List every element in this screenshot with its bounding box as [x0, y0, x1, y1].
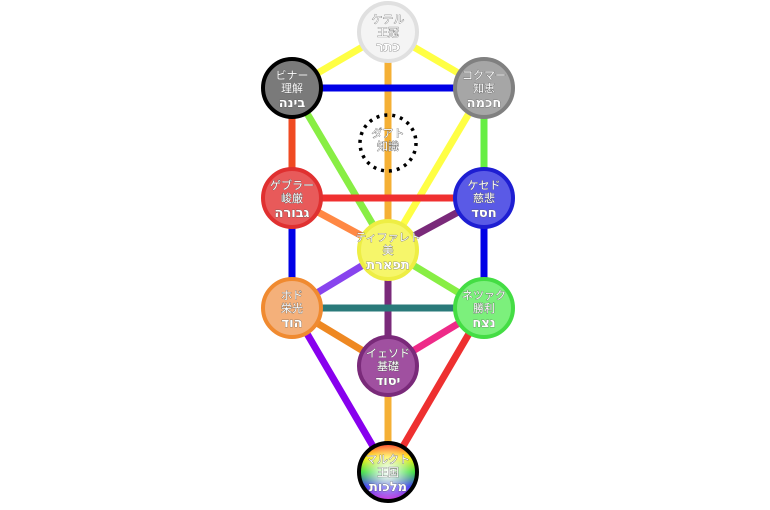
sephirah-name-jp: コクマー	[462, 69, 506, 82]
sephirah-name-hebrew: הוד	[281, 316, 302, 331]
sephirah-circle	[261, 167, 323, 229]
path-chokmah-tiferet	[384, 86, 488, 252]
sephirah-circle	[261, 277, 323, 339]
sephirah-circle	[453, 277, 515, 339]
sephirah-name-hebrew: חכמה	[467, 96, 502, 111]
sephirah-glow	[357, 441, 419, 503]
sephirah-meaning: 基礎	[377, 360, 399, 373]
path-binah-tiferet	[288, 86, 392, 252]
sephirah-name-hebrew: כתר	[376, 40, 400, 55]
sephirah-name-hebrew: גבורה	[275, 206, 310, 221]
sephirah-circle	[357, 335, 419, 397]
sephirah-name-jp: ゲブラー	[270, 178, 314, 192]
sephirah-meaning: 美	[383, 244, 394, 257]
sephirah-circle	[453, 57, 515, 119]
daat: ダアト 知識	[358, 113, 418, 173]
sephirah-name-hebrew: נצח	[472, 316, 495, 331]
path-hod-malkuth	[288, 306, 392, 474]
sephirah-name-hebrew: תפארת	[366, 258, 410, 273]
sephirah-meaning: 栄光	[281, 301, 303, 315]
sephirah-name-hebrew: מלכות	[369, 480, 407, 495]
daat-label-jp: ダアト	[372, 126, 405, 140]
sephirah-name-jp: ケセド	[468, 179, 501, 192]
sephirah-name-jp: ビナー	[276, 69, 309, 82]
sephirah-circle	[261, 57, 323, 119]
sephirah-meaning: 知恵	[473, 81, 495, 95]
sephirah-meaning: 王国	[377, 466, 399, 479]
sephirah-meaning: 王冠	[377, 26, 399, 39]
sephirah-name-jp: ネツァク	[462, 289, 506, 302]
sephirah-meaning: 峻厳	[281, 191, 303, 205]
path-netzach-malkuth	[384, 306, 488, 474]
sephirah-name-hebrew: חסד	[471, 206, 496, 221]
sephirah-circle	[453, 167, 515, 229]
daat-label-meaning: 知識	[377, 139, 399, 153]
sephirah-name-hebrew: בינה	[279, 96, 306, 111]
sephirah-name-jp: ケテル	[372, 13, 405, 26]
sephirah-name-jp: イェソド	[366, 347, 410, 360]
sephirah-circle	[357, 1, 419, 63]
daat-circle	[358, 113, 418, 173]
sephirah-name-hebrew: יסוד	[376, 374, 401, 389]
sephirah-meaning: 慈悲	[473, 191, 495, 205]
sephirah-circle	[357, 219, 419, 281]
sephirah-name-jp: ホド	[281, 289, 303, 302]
sephirah-name-jp: ティファレト	[355, 231, 420, 244]
sephirah-meaning: 勝利	[473, 301, 495, 315]
sephirah-name-jp: マルクト	[366, 453, 410, 466]
sephirah-meaning: 理解	[281, 81, 303, 95]
